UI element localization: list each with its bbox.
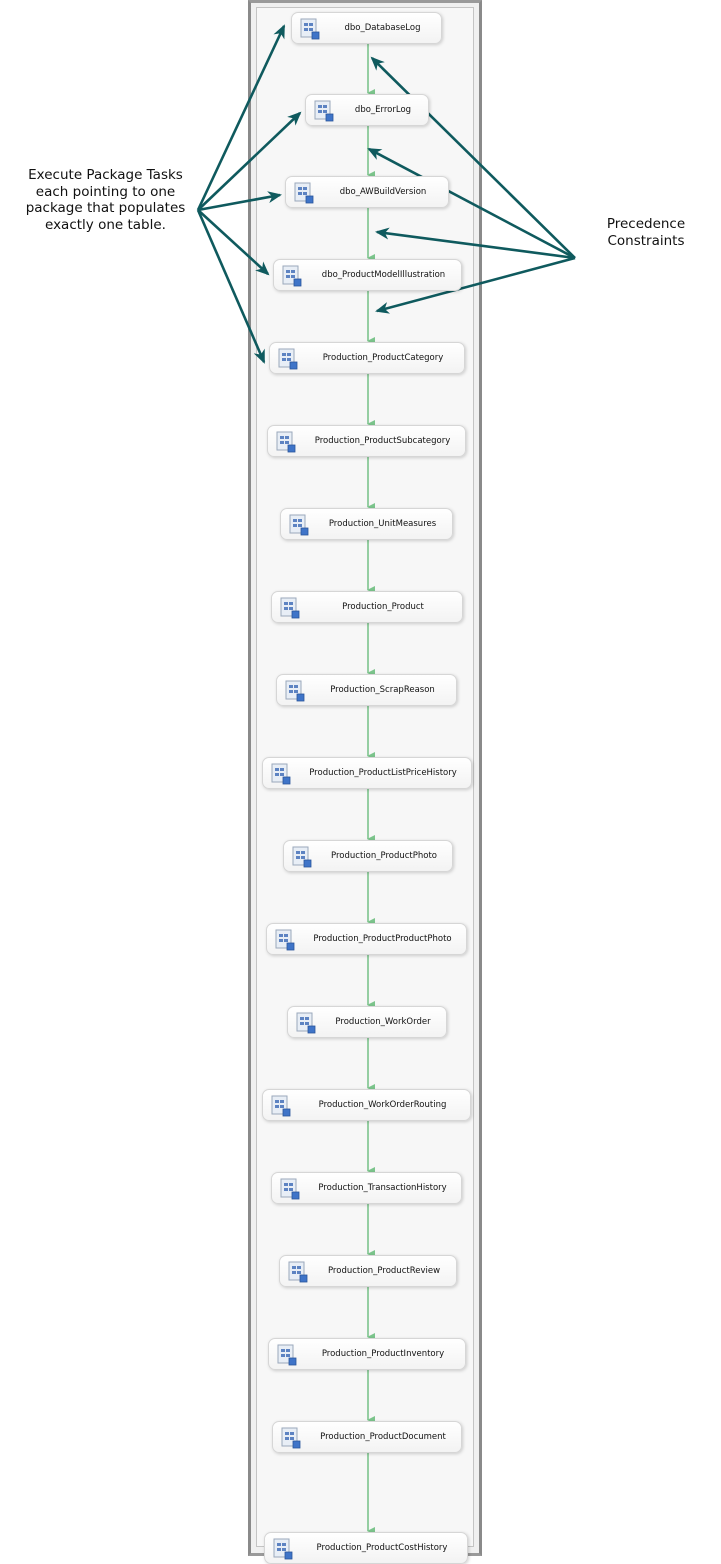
execute-package-task-icon [296, 1012, 316, 1034]
task-label: Production_WorkOrderRouting [318, 1100, 447, 1110]
execute-package-task[interactable]: Production_WorkOrder [287, 1006, 447, 1038]
execute-package-task[interactable]: Production_TransactionHistory [271, 1172, 462, 1204]
execute-package-task-icon [271, 763, 291, 785]
execute-package-task[interactable]: dbo_ErrorLog [305, 94, 429, 126]
execute-package-task-icon [273, 1538, 293, 1560]
task-label: Production_ProductDocument [320, 1432, 446, 1442]
task-label: Production_ProductSubcategory [314, 436, 451, 446]
execute-package-task-icon [275, 929, 295, 951]
execute-package-task[interactable]: Production_ScrapReason [276, 674, 457, 706]
task-label: Production_UnitMeasures [328, 519, 437, 529]
execute-package-task[interactable]: Production_ProductDocument [272, 1421, 462, 1453]
precedence-constraints-callout: Precedence Constraints [606, 216, 686, 249]
execute-package-task-icon [282, 265, 302, 287]
execute-package-task-icon [288, 1261, 308, 1283]
execute-package-task-icon [280, 597, 300, 619]
task-label: Production_TransactionHistory [318, 1183, 447, 1193]
execute-package-tasks-callout: Execute Package Tasks each pointing to o… [25, 167, 186, 233]
task-label: Production_ProductReview [327, 1266, 441, 1276]
task-label: Production_ProductProductPhoto [313, 934, 452, 944]
execute-package-task[interactable]: dbo_DatabaseLog [291, 12, 442, 44]
execute-package-task[interactable]: Production_UnitMeasures [280, 508, 453, 540]
execute-package-task-icon [300, 18, 320, 40]
execute-package-task-icon [277, 1344, 297, 1366]
execute-package-task-icon [294, 182, 314, 204]
execute-package-task[interactable]: Production_ProductProductPhoto [266, 923, 467, 955]
execute-package-task[interactable]: Production_ProductPhoto [283, 840, 453, 872]
execute-package-task-icon [289, 514, 309, 536]
task-label: Production_ProductPhoto [331, 851, 437, 861]
task-label: dbo_AWBuildVersion [339, 187, 427, 197]
task-label: dbo_ErrorLog [354, 105, 412, 115]
execute-package-task-icon [271, 1095, 291, 1117]
execute-package-task[interactable]: Production_ProductReview [279, 1255, 457, 1287]
task-label: Production_ProductListPriceHistory [309, 768, 457, 778]
execute-package-task-icon [280, 1178, 300, 1200]
task-label: dbo_DatabaseLog [344, 23, 421, 33]
execute-package-task-icon [278, 348, 298, 370]
execute-package-task[interactable]: dbo_AWBuildVersion [285, 176, 449, 208]
execute-package-task[interactable]: Production_ProductInventory [268, 1338, 466, 1370]
execute-package-task-icon [285, 680, 305, 702]
execute-package-task[interactable]: Production_ProductListPriceHistory [262, 757, 472, 789]
execute-package-task[interactable]: Production_ProductCategory [269, 342, 465, 374]
task-label: Production_ProductInventory [321, 1349, 445, 1359]
execute-package-task-icon [281, 1427, 301, 1449]
task-label: Production_ProductCostHistory [316, 1543, 448, 1553]
task-label: Production_ProductCategory [322, 353, 444, 363]
execute-package-task-icon [292, 846, 312, 868]
execute-package-task-icon [314, 100, 334, 122]
execute-package-task[interactable]: dbo_ProductModelIllustration [273, 259, 462, 291]
execute-package-task[interactable]: Production_WorkOrderRouting [262, 1089, 471, 1121]
task-label: dbo_ProductModelIllustration [321, 270, 446, 280]
task-label: Production_Product [342, 602, 424, 612]
task-label: Production_ScrapReason [330, 685, 435, 695]
execute-package-task[interactable]: Production_Product [271, 591, 463, 623]
execute-package-task[interactable]: Production_ProductCostHistory [264, 1532, 468, 1564]
execute-package-task-icon [276, 431, 296, 453]
task-label: Production_WorkOrder [335, 1017, 431, 1027]
execute-package-task[interactable]: Production_ProductSubcategory [267, 425, 466, 457]
